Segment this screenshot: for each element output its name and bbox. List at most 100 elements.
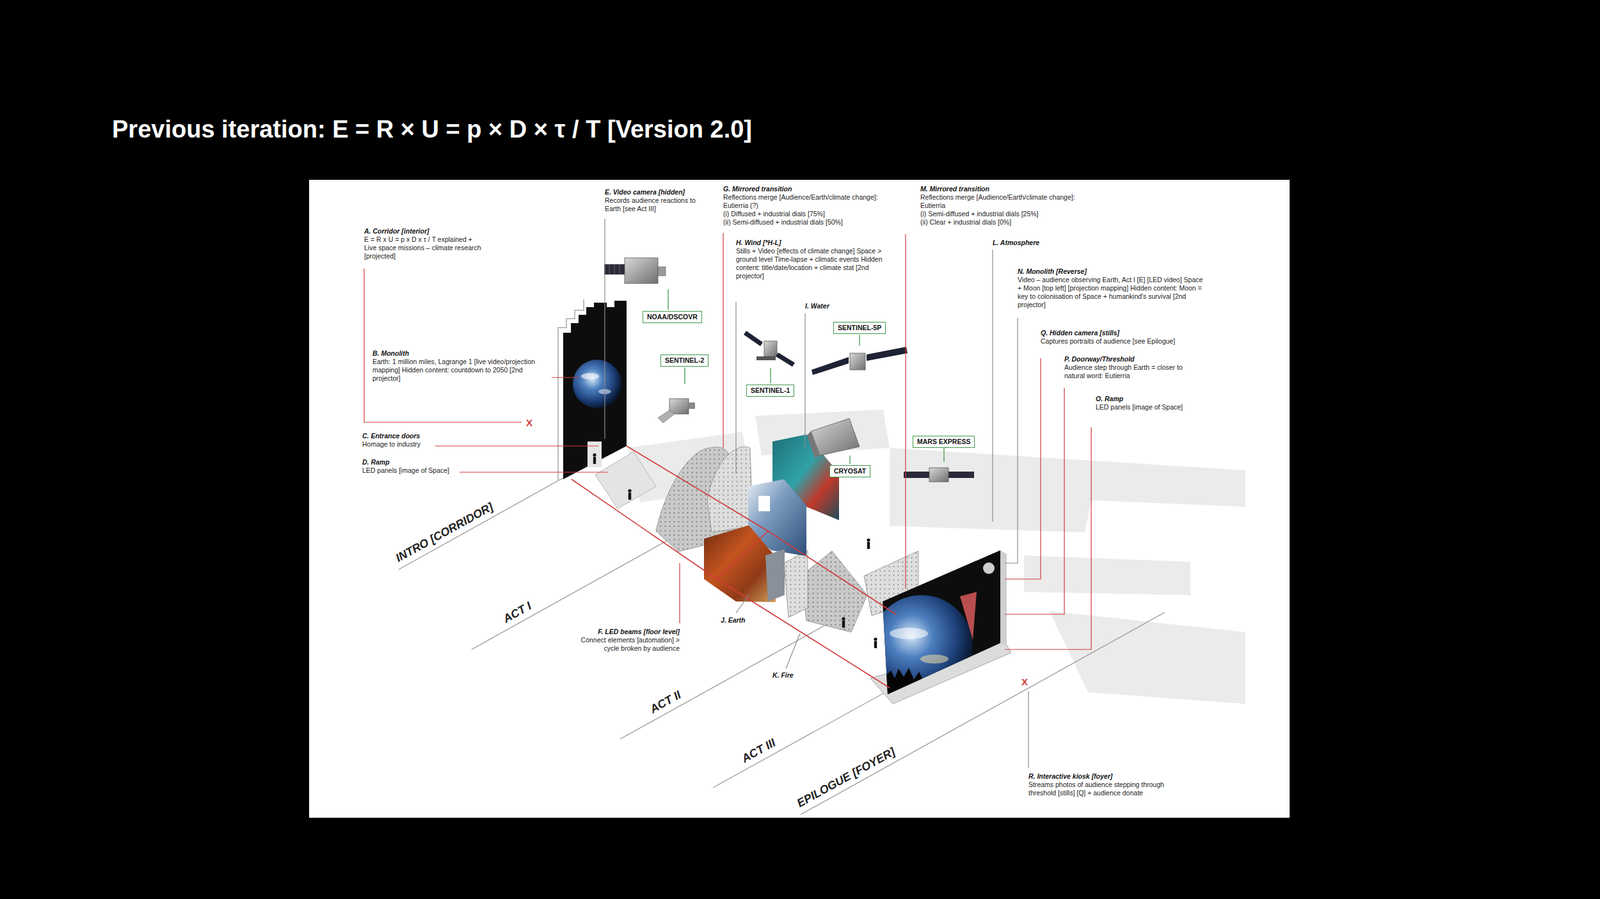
annotation-text: Streams photos of audience stepping thro… [1028, 780, 1189, 798]
figure [873, 637, 877, 649]
leader-line [364, 268, 522, 423]
figure [592, 453, 877, 649]
reverse-monolith [886, 668, 925, 695]
annotation: N. Monolith [Reverse]Video – audience ob… [1017, 267, 1207, 310]
satellite [903, 467, 975, 482]
leader-line [785, 633, 800, 669]
annotation: D. RampLED panels [image of Space] [362, 458, 459, 475]
image-panel [704, 434, 840, 603]
leader-line [804, 313, 806, 448]
monolith [581, 373, 600, 380]
satellite [929, 467, 949, 482]
reverse-monolith [920, 654, 949, 664]
satellite [807, 431, 820, 459]
floor-line [398, 469, 578, 570]
image-panel [704, 525, 776, 603]
satellite-label: SENTINEL-5P [833, 321, 886, 335]
leader-line [435, 445, 599, 447]
figure [842, 620, 845, 628]
annotation: B. MonolithEarth: 1 million miles, Lagra… [372, 349, 546, 383]
reverse-monolith [960, 592, 977, 640]
leader-line [735, 302, 736, 474]
end-mark: X [1021, 676, 1028, 688]
figure [628, 492, 632, 500]
satellite-label: MARS EXPRESS [912, 435, 975, 448]
shadow [1024, 555, 1191, 596]
figure [627, 488, 632, 493]
figure [866, 538, 870, 550]
leader-line [604, 218, 605, 440]
annotation-text: (ii) Clear + industrial dials [0%] [920, 218, 1078, 227]
reverse-monolith [870, 550, 1012, 704]
annotation-heading: O. Ramp [1095, 394, 1192, 404]
leader-line [1004, 427, 1092, 650]
leader-line [1004, 318, 1018, 564]
annotation: K. Fire [772, 671, 824, 680]
annotation-heading: P. Doorway/Threshold [1064, 355, 1202, 364]
annotation: J. Earth [720, 616, 772, 625]
annotation: E. Video camera [hidden]Records audience… [604, 188, 701, 214]
annotation: G. Mirrored transitionReflections merge … [723, 184, 880, 227]
annotation-text: Records audience reactions to Earth [see… [604, 196, 701, 214]
annotation-heading: C. Entrance doors [362, 432, 472, 441]
led-beam [716, 531, 768, 580]
satellite [764, 341, 777, 357]
figure [592, 453, 596, 457]
leader-line [992, 249, 993, 522]
annotation-heading: Q. Hidden camera [stills] [1040, 328, 1211, 338]
image-panel [765, 549, 785, 602]
satellite [756, 356, 776, 361]
annotation-text: Reflections merge [Audience/Earth/climat… [920, 193, 1078, 210]
reverse-monolith [1000, 550, 1007, 647]
satellite-leader [849, 455, 850, 464]
figure [866, 538, 870, 542]
leader-line [679, 563, 680, 624]
annotation: I. Water [805, 302, 863, 311]
annotation-text: E = R x U = p x D x τ / T explained + Li… [364, 235, 483, 261]
annotation-heading: A. Corridor [interior] [364, 227, 483, 236]
reverse-monolith [889, 627, 928, 640]
figure [841, 616, 845, 621]
satellite [604, 264, 625, 275]
annotation-text: (i) Semi-diffused + industrial dials [25… [920, 209, 1078, 219]
figure [593, 456, 596, 464]
satellite-name: SENTINEL-1 [750, 386, 790, 395]
leader-line [1004, 358, 1041, 580]
reverse-monolith [983, 562, 995, 575]
satellite [619, 264, 621, 275]
monolith [558, 299, 627, 482]
annotation-heading: R. Interactive kiosk [foyer] [1028, 772, 1189, 781]
satellite [743, 330, 763, 347]
led-beam [626, 446, 896, 615]
annotation-text: (ii) Semi-diffused + industrial dials [5… [723, 218, 880, 227]
satellite [604, 257, 666, 284]
figure [592, 453, 596, 464]
satellite-label: NOAA/DSCOVR [642, 311, 703, 324]
monolith [587, 441, 602, 468]
monolith [572, 359, 622, 409]
satellite-name: SENTINEL-5P [837, 323, 882, 333]
annotation: P. Doorway/ThresholdAudience step throug… [1064, 355, 1202, 381]
annotation-heading: I. Water [805, 302, 863, 311]
annotation-heading: N. Monolith [Reverse] [1017, 267, 1207, 276]
satellite-leader [858, 334, 860, 346]
annotation-heading: K. Fire [772, 671, 824, 680]
annotation-text: Reflections merge [Audience/Earth/climat… [723, 193, 880, 210]
annotation-text: Connect elements [automation] > cycle br… [576, 636, 680, 653]
satellite [688, 402, 696, 409]
satellite-label: SENTINEL-2 [660, 354, 709, 367]
monolith [563, 300, 627, 480]
annotation: O. RampLED panels [image of Space] [1095, 394, 1192, 412]
figure [867, 542, 870, 550]
leader-line [551, 376, 580, 378]
annotation-heading: F. LED beams [floor level] [576, 627, 680, 637]
shadow [1049, 611, 1246, 704]
satellite [775, 352, 795, 367]
satellite [903, 471, 930, 479]
annotation: F. LED beams [floor level]Connect elemen… [576, 627, 680, 653]
satellite [624, 257, 658, 284]
satellite-leader [668, 289, 944, 464]
leader-line [904, 234, 906, 589]
annotation-text: (i) Diffused + industrial dials [75%] [723, 209, 880, 219]
